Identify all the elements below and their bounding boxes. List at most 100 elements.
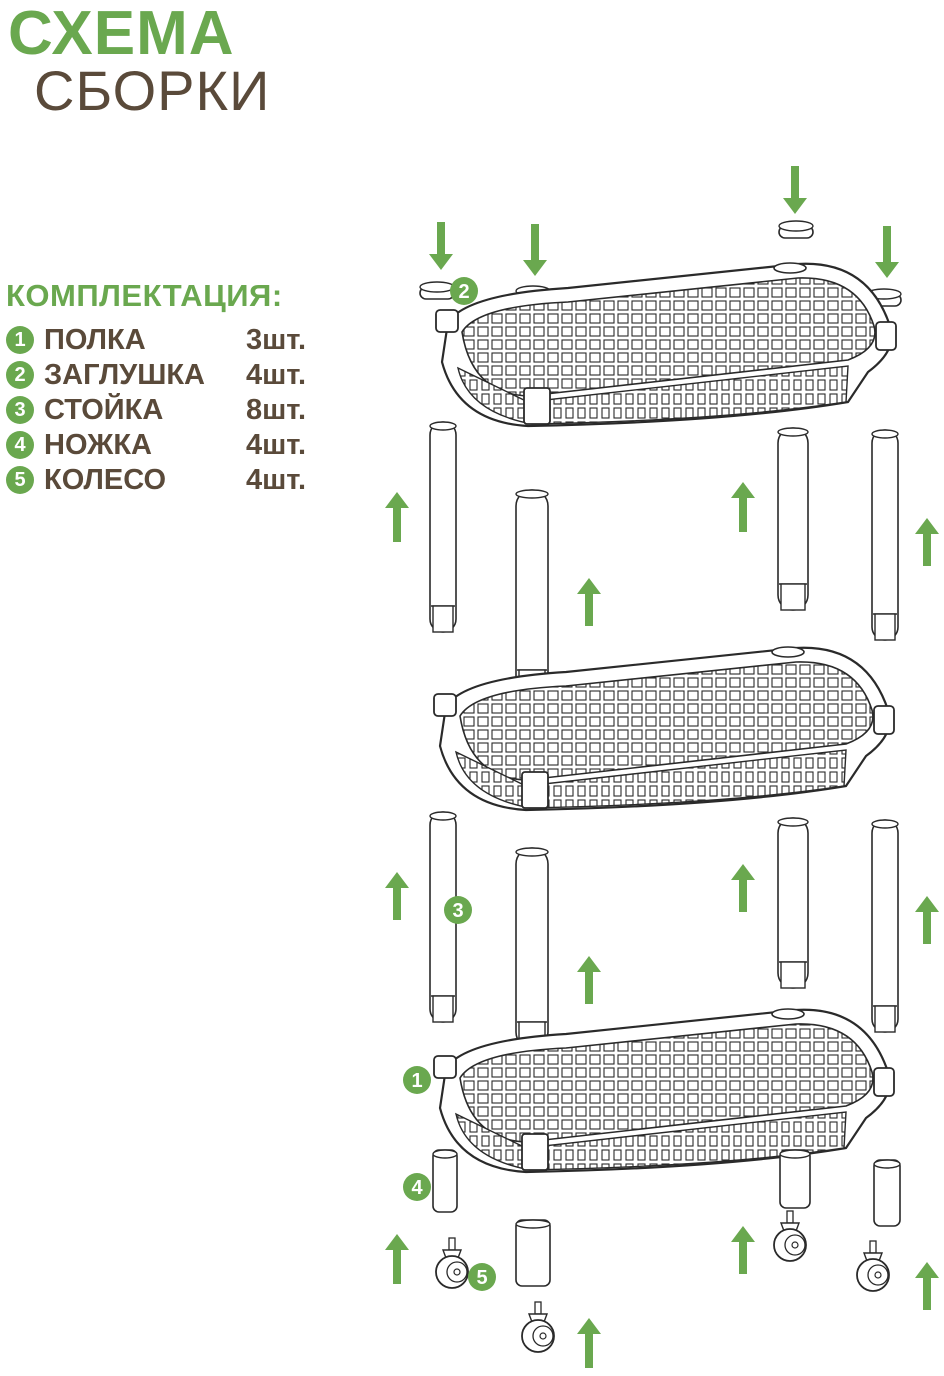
wheel-screw: [534, 1301, 542, 1315]
part-number-badge: 4: [403, 1173, 431, 1201]
post-body: [871, 429, 899, 641]
arrow-up-icon: [915, 518, 939, 566]
shelf: [433, 646, 895, 812]
kit-item-post: 3 СТОЙКА 8шт.: [6, 392, 326, 427]
arrow-up-icon: [577, 956, 601, 1004]
post-top: [429, 421, 457, 431]
kit-item-name: КОЛЕСО: [44, 464, 167, 496]
post-top: [515, 847, 549, 857]
post-top: [777, 817, 809, 827]
post: [515, 489, 549, 697]
wheel-axle: [791, 1241, 799, 1249]
wheel-screw: [448, 1237, 456, 1251]
arrow-shape: [875, 226, 899, 278]
wheel-axle: [539, 1332, 547, 1340]
post-body: [429, 421, 457, 633]
badge-circle: [468, 1263, 496, 1291]
badge-circle: [450, 277, 478, 305]
arrow-shape: [385, 1234, 409, 1284]
post-top: [871, 429, 899, 439]
shelf-corner-socket: [773, 262, 807, 274]
kit-item-number: 5: [6, 466, 34, 494]
arrow-shape: [385, 872, 409, 920]
arrow-shape: [523, 224, 547, 276]
arrow-up-icon: [577, 1318, 601, 1368]
arrow-shape: [731, 864, 755, 912]
wheel-axle: [453, 1268, 461, 1276]
arrow-shape: [783, 166, 807, 214]
shelf-corner-socket: [771, 1008, 805, 1020]
leg: [873, 1159, 901, 1227]
arrow-up-icon: [385, 872, 409, 920]
kit-item-name: НОЖКА: [44, 429, 152, 461]
kit-item-leg: 4 НОЖКА 4шт.: [6, 427, 326, 462]
kit-item-wheel: 5 КОЛЕСО 4шт.: [6, 462, 326, 497]
part-number-badge: 3: [444, 896, 472, 924]
arrow-down-icon: [523, 224, 547, 276]
post-connector: [432, 605, 454, 633]
post-connector: [780, 583, 806, 611]
leg: [515, 1219, 551, 1287]
kit-item-name: СТОЙКА: [44, 394, 164, 426]
shelf-corner-socket: [873, 705, 895, 735]
post-connector: [874, 613, 896, 641]
arrow-up-icon: [915, 896, 939, 944]
wheel-screw: [786, 1210, 794, 1224]
shelf-corner-socket: [521, 1133, 549, 1171]
arrow-shape: [429, 222, 453, 270]
kit-item-shelf: 1 ПОЛКА 3шт.: [6, 322, 326, 357]
kit-item-number: 1: [6, 326, 34, 354]
wheel: [856, 1240, 890, 1292]
post-top: [429, 811, 457, 821]
post-body: [515, 847, 549, 1049]
title-line2: СБОРКИ: [34, 59, 271, 122]
title-line1: СХЕМА: [8, 0, 235, 68]
arrow-shape: [915, 896, 939, 944]
cap: [778, 220, 814, 239]
shelf-corner-socket: [873, 1067, 895, 1097]
badge-number: 4: [411, 1177, 423, 1199]
arrow-down-icon: [783, 166, 807, 214]
badge-circle: [403, 1066, 431, 1094]
shelf-corner-socket: [771, 646, 805, 658]
leg-top: [432, 1149, 458, 1159]
post-connector: [432, 995, 454, 1023]
badge-number: 1: [411, 1070, 422, 1092]
arrow-down-icon: [429, 222, 453, 270]
leg-body: [873, 1159, 901, 1227]
leg-body: [432, 1149, 458, 1213]
shelf-side-grid: [456, 365, 849, 425]
arrow-up-icon: [731, 864, 755, 912]
leg-top: [779, 1149, 811, 1159]
kit-item-name: ПОЛКА: [44, 324, 146, 356]
leg-top: [873, 1159, 901, 1169]
kit-item-qty: 3шт.: [246, 324, 307, 356]
post: [871, 819, 899, 1033]
kit-item-name: ЗАГЛУШКА: [44, 359, 206, 391]
kit-item-qty: 4шт.: [246, 464, 307, 496]
part-number-badge: 1: [403, 1066, 431, 1094]
post: [871, 429, 899, 641]
arrow-shape: [731, 1226, 755, 1274]
shelf: [433, 1008, 895, 1174]
arrow-up-icon: [385, 1234, 409, 1284]
kit-item-qty: 8шт.: [246, 394, 307, 426]
shelf-corner-socket: [875, 321, 897, 351]
wheel-axle: [874, 1271, 882, 1279]
arrow-up-icon: [385, 492, 409, 542]
wheel-screw: [869, 1240, 877, 1254]
badge-number: 2: [458, 281, 469, 303]
part-number-badge: 2: [450, 277, 478, 305]
shelf-side-grid: [454, 749, 847, 809]
post-connector: [874, 1005, 896, 1033]
arrow-shape: [577, 956, 601, 1004]
post-connector: [780, 961, 806, 989]
leg: [779, 1149, 811, 1209]
kit-item-cap: 2 ЗАГЛУШКА 4шт.: [6, 357, 326, 392]
leg-body: [515, 1219, 551, 1287]
kit-item-number: 3: [6, 396, 34, 424]
arrow-up-icon: [915, 1262, 939, 1310]
shelf-corner-socket: [521, 771, 549, 809]
arrow-up-icon: [577, 578, 601, 626]
